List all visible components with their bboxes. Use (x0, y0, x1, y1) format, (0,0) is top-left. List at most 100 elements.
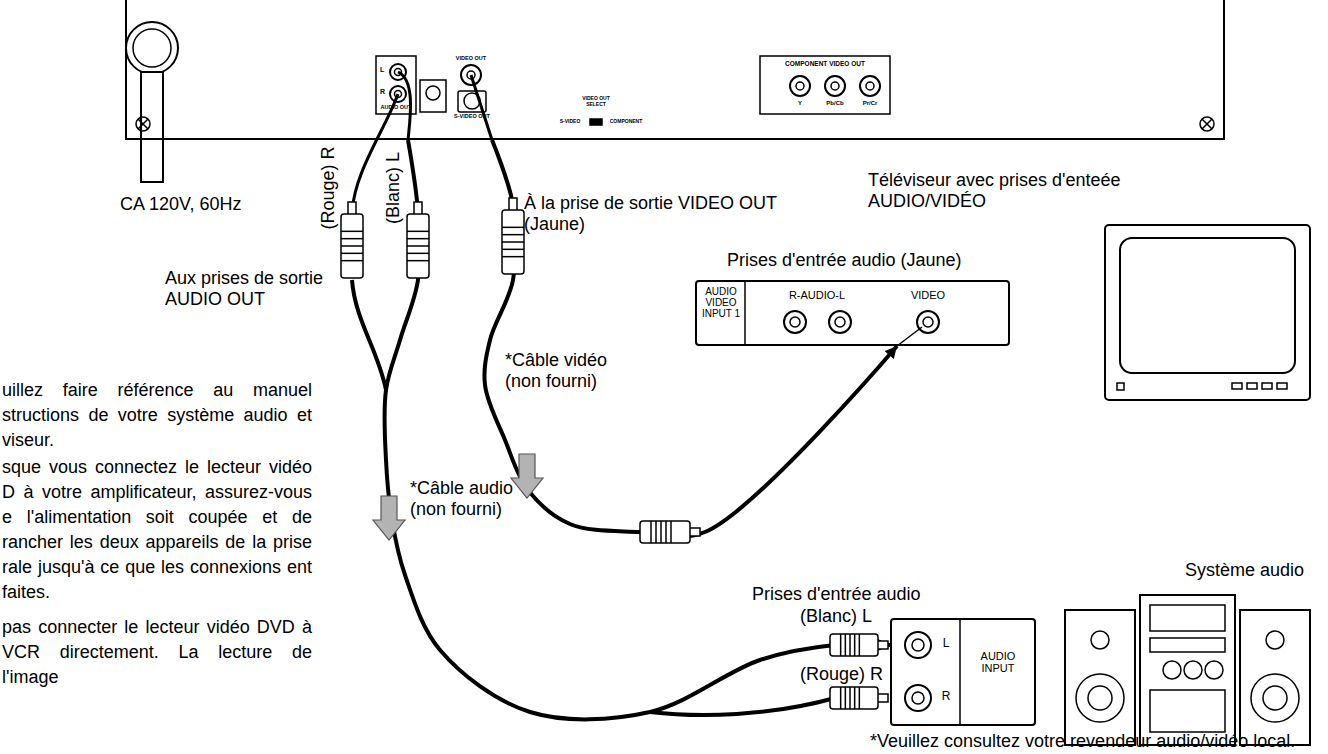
plug-grip (502, 234, 524, 236)
speaker (1065, 610, 1135, 745)
jack-label: VIDEO OUT (451, 55, 491, 61)
av-cable (484, 140, 897, 537)
woofer (1251, 674, 1299, 722)
jack-label: L (938, 637, 954, 650)
rca-plug (640, 521, 700, 543)
rca-plug (830, 687, 888, 709)
woofer-cone (1263, 686, 1287, 710)
jack-label: R-AUDIO-L (772, 289, 862, 301)
audio-input-jack-core (912, 639, 924, 651)
tv-indicator (1117, 383, 1124, 390)
plug-grip (407, 231, 429, 233)
device-name: Téléviseur avec prises d'enteée AUDIO/VI… (868, 170, 1168, 211)
speaker (1240, 610, 1310, 745)
plug-grip (407, 260, 429, 262)
plug-grip (341, 238, 363, 240)
plug-grip (854, 687, 856, 709)
plug-grip (407, 245, 429, 247)
plug-grip (341, 253, 363, 255)
jack-label: L (380, 66, 388, 74)
tv-jack (917, 311, 939, 333)
plug-color: (Blanc) L (800, 606, 872, 627)
tv-button (1232, 383, 1242, 389)
plug-grip (840, 634, 842, 656)
plug-grip (845, 634, 847, 656)
instruction-note: sque vous connectez le lecteur vidéo D à… (2, 455, 312, 605)
tv-input-panel: AUDIO VIDEO INPUT 1R-AUDIO-LVIDEO (695, 280, 1010, 346)
plug-grip (502, 241, 524, 243)
audio-input-panel: L R AUDIO INPUT (890, 618, 1036, 726)
tv-jack (829, 311, 851, 333)
cable-note: *Câble audio (non fourni) (410, 478, 540, 519)
jack-label: Y (790, 100, 810, 107)
jack-label: Pr/Cr (857, 100, 883, 107)
plug-grip (407, 238, 429, 240)
direction-arrow (373, 496, 405, 540)
plug-grip (502, 227, 524, 229)
stereo-deck (1150, 690, 1225, 732)
jack-callout: Prises d'entrée audio (752, 584, 921, 605)
power-cord (141, 72, 163, 182)
stereo-tray (1150, 638, 1225, 652)
plug-grip (502, 249, 524, 251)
cable-note: *Câble vidéo (non fourni) (505, 350, 645, 391)
tv-jack-core (835, 317, 845, 327)
plug-lead (897, 327, 922, 346)
screw (136, 117, 150, 131)
panel-divider (959, 618, 961, 726)
output-switch (590, 119, 602, 125)
woofer (1076, 674, 1124, 722)
rca-plug (341, 202, 363, 278)
footnote: *Veuillez consultez votre revendeur audi… (870, 731, 1295, 752)
plug-grip (665, 521, 667, 543)
plug-grip (341, 245, 363, 247)
wire-color: (Blanc) L (383, 152, 404, 224)
stereo-knob (1205, 661, 1223, 679)
jack-label: AUDIO INPUT (964, 650, 1032, 674)
jack-label: S-VIDEO (552, 119, 588, 125)
digital-jack (426, 86, 440, 100)
plug-grip (849, 687, 851, 709)
plug-grip (650, 521, 652, 543)
component-jack (790, 76, 810, 96)
plug-body (830, 687, 878, 709)
instruction-note: uillez faire référence au manuel structi… (2, 378, 312, 453)
jack-label: AUDIO OUT (376, 104, 416, 110)
device-name: Système audio (1185, 560, 1304, 581)
wire-color: (Rouge) R (318, 146, 339, 229)
stereo-knob (1184, 661, 1202, 679)
jack-label: R (938, 690, 954, 703)
tv-jack (784, 311, 806, 333)
jack-label: COMPONENT VIDEO OUT (762, 60, 888, 67)
stereo-display (1150, 605, 1225, 631)
component-jack (825, 76, 845, 96)
tv-screen (1120, 238, 1295, 373)
jack-label: Pb/Cb (822, 100, 848, 107)
plug-grip (854, 634, 856, 656)
television (1105, 225, 1310, 400)
plug-body (407, 214, 429, 278)
component-jack-core (796, 82, 804, 90)
audio-input-jack-core (912, 692, 924, 704)
instruction-note: pas connecter le lecteur vidéo DVD à VCR… (2, 615, 312, 690)
plug-body (341, 214, 363, 278)
component-panel (760, 56, 890, 114)
tweeter (1091, 631, 1109, 649)
jack-callout: À la prise de sortie VIDEO OUT (Jaune) (524, 193, 814, 234)
plug-grip (849, 634, 851, 656)
plug-grip (655, 521, 657, 543)
component-jack-core (831, 82, 839, 90)
plug-body (830, 634, 878, 656)
tweeter (1266, 631, 1284, 649)
jack-label: AUDIO VIDEO INPUT 1 (698, 286, 744, 319)
tv-jack-core (923, 317, 933, 327)
power-rating: CA 120V, 60Hz (120, 194, 241, 215)
screw-cross (138, 119, 148, 129)
tv-jack-core (790, 317, 800, 327)
jack-callout: Prises d'entrée audio (Jaune) (727, 250, 962, 271)
plug-grip (660, 521, 662, 543)
tv-button (1277, 383, 1287, 389)
screw-cross (1202, 119, 1212, 129)
